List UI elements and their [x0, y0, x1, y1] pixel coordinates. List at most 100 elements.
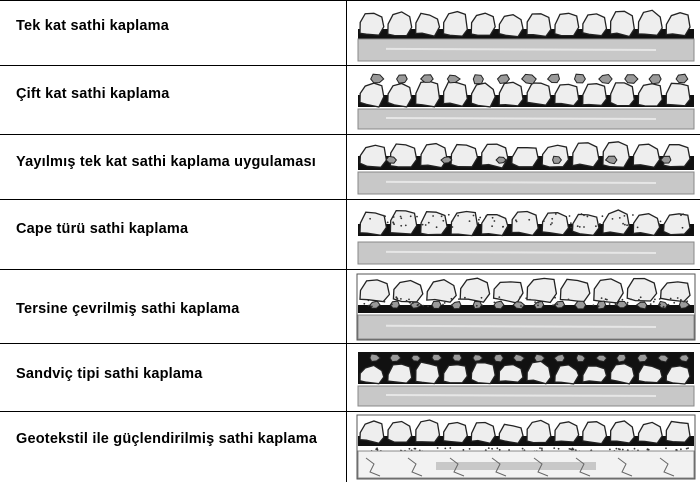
illustration-sandvic [356, 348, 696, 408]
aggregate-stone [444, 365, 468, 383]
fine-grain [570, 227, 572, 229]
fine-grain [400, 225, 402, 227]
chip-stone [498, 75, 510, 84]
aggregate-stone [633, 144, 659, 167]
fine-grain [410, 215, 412, 217]
aggregate-stone [388, 84, 412, 107]
fine-grain [555, 213, 557, 215]
fine-grain [609, 449, 611, 451]
chip-stone [473, 75, 483, 84]
tek-kat-diagram [356, 5, 696, 63]
fine-grain [534, 301, 536, 303]
row-label: Yayılmış tek kat sathi kaplama uygulamas… [16, 154, 338, 171]
fine-grain [537, 302, 539, 304]
aggregate-stone [499, 82, 523, 106]
tersine-diagram [356, 273, 696, 341]
fine-grain [396, 298, 398, 300]
fine-grain [528, 219, 530, 221]
aggregate-stone [603, 142, 629, 168]
chip-stone [625, 75, 638, 84]
fine-grain [479, 217, 481, 219]
fine-grain [624, 215, 626, 217]
chip-stone [597, 301, 605, 309]
aggregate-stone [512, 148, 538, 167]
fine-grain [441, 215, 443, 217]
fine-grain [496, 447, 498, 449]
aggregate-stone [444, 82, 468, 107]
fine-grain [677, 297, 679, 299]
fine-grain [436, 226, 438, 228]
fine-grain [529, 299, 531, 301]
fine-grain [663, 306, 665, 308]
fine-grain [469, 448, 471, 450]
aggregate-stone [573, 143, 599, 167]
fine-grain [653, 301, 655, 303]
aggregate-stone [627, 279, 656, 302]
chip-stone [676, 74, 688, 83]
fine-grain [551, 218, 553, 220]
geotextile-band [436, 462, 596, 470]
fine-grain [491, 448, 493, 450]
fine-grain [383, 215, 385, 217]
fine-grain [556, 303, 558, 305]
aggregate-stone [460, 278, 489, 302]
aggregate-stone [390, 211, 416, 234]
aggregate-stone [494, 282, 523, 303]
aggregate-stone [583, 14, 607, 36]
fine-grain [626, 224, 628, 226]
aggregate-stone [360, 212, 386, 235]
fine-grain [650, 303, 652, 305]
fine-grain [637, 227, 639, 229]
chip-stone [494, 301, 504, 309]
aggregate-stone [638, 84, 662, 106]
fine-grain [416, 216, 418, 218]
fine-grain [369, 218, 371, 220]
fine-grain [583, 214, 585, 216]
fine-grain [599, 223, 601, 225]
fine-grain [393, 216, 395, 218]
fine-grain [598, 305, 600, 307]
aggregate-stone [611, 421, 635, 443]
row-tek-kat: Tek kat sathi kaplama [0, 0, 700, 65]
aggregate-stone [527, 420, 551, 442]
yayilmis-diagram [356, 138, 696, 196]
base-streak [386, 49, 656, 50]
fine-grain [387, 222, 389, 224]
fine-grain [417, 304, 419, 306]
fine-grain [371, 306, 373, 308]
chip-stone [473, 301, 481, 308]
aggregate-stone [482, 144, 508, 168]
aggregate-stone [471, 423, 495, 444]
fine-grain [553, 447, 555, 449]
row-tersine: Tersine çevrilmiş sathi kaplama [0, 269, 700, 343]
fine-grain [595, 225, 597, 227]
fine-grain [409, 301, 411, 303]
aggregate-stone [603, 210, 629, 234]
aggregate-stone [611, 83, 635, 106]
fine-grain [444, 302, 446, 304]
fine-grain [577, 225, 579, 227]
fine-grain [363, 303, 365, 305]
fine-grain [618, 448, 620, 450]
chip-stone [453, 354, 462, 361]
aggregate-stone [527, 278, 556, 302]
row-sandvic: Sandviç tipi sathi kaplama [0, 343, 700, 411]
fine-grain [602, 215, 604, 217]
aggregate-stone [661, 282, 690, 302]
aggregate-stone [416, 13, 440, 36]
fine-grain [680, 299, 682, 301]
fine-grain [558, 448, 560, 450]
chip-stone [575, 74, 586, 83]
fine-grain [537, 305, 539, 307]
fine-grain [516, 221, 518, 223]
aggregate-stone [527, 83, 551, 105]
fine-grain [571, 449, 573, 451]
fine-grain [622, 299, 624, 301]
base-streak [386, 182, 656, 183]
aggregate-stone [390, 144, 416, 167]
aggregate-stone [388, 12, 412, 36]
fine-grain [499, 449, 501, 451]
aggregate-stone [555, 84, 579, 105]
aggregate-stone [471, 363, 495, 384]
